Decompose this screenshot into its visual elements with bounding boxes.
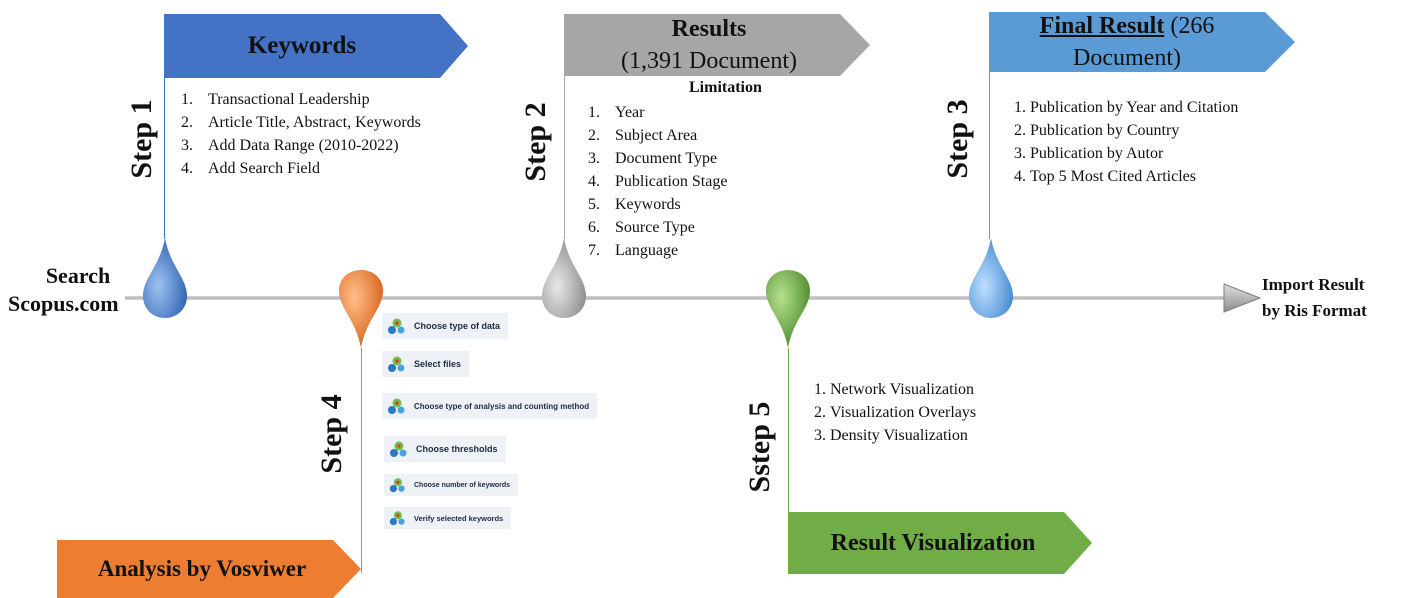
step3-pin-icon bbox=[969, 238, 1013, 318]
step5-banner-text: Result Visualization bbox=[830, 529, 1036, 556]
list-item: 3.Document Type bbox=[588, 150, 718, 167]
list-item: 5.Keywords bbox=[588, 196, 681, 213]
vos-step-text: Choose number of keywords bbox=[414, 481, 511, 489]
list-item: 1.Publication by Year and Citation bbox=[1014, 99, 1239, 116]
end-label-line1: Import Result bbox=[1262, 275, 1365, 294]
step4-banner-text: Analysis by Vosviwer bbox=[97, 556, 307, 581]
list-item: 4.Top 5 Most Cited Articles bbox=[1014, 168, 1196, 185]
step3-banner-bold: Final Result bbox=[1039, 13, 1165, 39]
step1-banner-shape bbox=[164, 14, 468, 78]
step4-banner: Analysis by Vosviwer bbox=[57, 540, 347, 598]
list-item: 2.Visualization Overlays bbox=[814, 404, 977, 421]
list-item: 3.Add Data Range (2010-2022) bbox=[181, 137, 399, 154]
step3-banner-line2: Document) bbox=[1073, 45, 1181, 71]
vosviewer-icon bbox=[389, 511, 405, 526]
list-item: 6.Source Type bbox=[588, 219, 695, 236]
vos-step-item: Choose thresholds bbox=[384, 436, 506, 462]
vos-step-item: Select files bbox=[382, 351, 470, 377]
step4-banner-shape bbox=[57, 540, 361, 598]
step1-label: Step 1 bbox=[125, 99, 158, 179]
step2-subheading: Limitation bbox=[689, 79, 762, 96]
vos-step-text: Choose thresholds bbox=[416, 444, 498, 454]
origin-label: Search Scopus.com bbox=[8, 262, 148, 318]
step3-connector-line bbox=[989, 12, 990, 239]
step2-banner-line2: (1,391 Document) bbox=[621, 48, 797, 74]
list-item: 2.Publication by Country bbox=[1014, 122, 1180, 139]
step5-label: Sstep 5 bbox=[743, 401, 776, 493]
step2-list: 1.Year 2.Subject Area 3.Document Type 4.… bbox=[588, 101, 727, 262]
step2-pin-icon bbox=[542, 238, 586, 318]
step4-label: Step 4 bbox=[315, 394, 348, 474]
vos-step-item: Choose number of keywords bbox=[384, 474, 519, 496]
list-item: 2.Article Title, Abstract, Keywords bbox=[181, 114, 421, 131]
list-item: 4.Add Search Field bbox=[181, 160, 320, 177]
step3-banner-rest: (266 bbox=[1164, 13, 1215, 39]
list-item: 4.Publication Stage bbox=[588, 173, 728, 190]
vos-step-item: Choose type of analysis and counting met… bbox=[382, 393, 598, 419]
step2-banner: Results (1,391 Document) bbox=[564, 10, 854, 80]
vos-step-text: Choose type of data bbox=[414, 321, 501, 331]
step2-label: Step 2 bbox=[519, 102, 552, 182]
step5-list: 1.Network Visualization 2.Visualization … bbox=[814, 378, 976, 447]
step5-connector-line bbox=[788, 348, 789, 514]
step2-connector-line bbox=[564, 14, 565, 239]
step5-pin-icon bbox=[766, 270, 810, 348]
vos-step-text: Choose type of analysis and counting met… bbox=[414, 401, 590, 411]
step1-pin-icon bbox=[143, 238, 187, 318]
vos-step-text: Verify selected keywords bbox=[414, 513, 504, 523]
list-item: 7.Language bbox=[588, 242, 679, 259]
list-item: 1.Network Visualization bbox=[814, 381, 975, 398]
list-item: 3.Publication by Autor bbox=[1014, 145, 1164, 162]
step2-banner-shape bbox=[564, 14, 870, 76]
origin-label-line1: Search bbox=[45, 263, 111, 288]
step1-banner-text: Keywords bbox=[247, 32, 357, 59]
vos-step-text: Select files bbox=[414, 359, 462, 369]
vosviewer-icon bbox=[390, 441, 407, 457]
step1-list: 1.Transactional Leadership 2.Article Tit… bbox=[181, 88, 421, 180]
step3-label: Step 3 bbox=[941, 99, 974, 179]
step4-pin-icon bbox=[339, 270, 383, 348]
step3-banner: Final Result (266 Document) bbox=[989, 8, 1265, 76]
list-item: 3.Density Visualization bbox=[814, 427, 968, 444]
timeline-end-arrow-icon bbox=[1223, 283, 1262, 313]
vos-step-item: Choose type of data bbox=[382, 313, 509, 339]
end-label-line2: by Ris Format bbox=[1262, 301, 1367, 320]
list-item: 1.Year bbox=[588, 104, 645, 121]
list-item: 2.Subject Area bbox=[588, 127, 698, 144]
step5-banner-shape bbox=[788, 512, 1092, 574]
vosviewer-icon bbox=[389, 478, 405, 493]
step2-banner-line1: Results bbox=[671, 16, 747, 42]
step4-connector-line bbox=[361, 348, 362, 573]
origin-label-line2: Scopus.com bbox=[8, 291, 119, 316]
vosviewer-icon bbox=[388, 398, 405, 414]
list-item: 1.Transactional Leadership bbox=[181, 91, 370, 108]
step1-banner: Keywords bbox=[164, 14, 440, 78]
step3-list: 1.Publication by Year and Citation 2.Pub… bbox=[1014, 96, 1238, 188]
timeline-line bbox=[125, 296, 1235, 300]
vos-step-item: Verify selected keywords bbox=[384, 507, 512, 529]
end-label: Import Result by Ris Format bbox=[1262, 272, 1367, 324]
vosviewer-icon bbox=[388, 318, 405, 334]
step1-connector-line bbox=[164, 14, 165, 239]
vosviewer-icon bbox=[388, 356, 405, 372]
step5-banner: Result Visualization bbox=[788, 512, 1078, 574]
step3-banner-shape bbox=[989, 12, 1295, 72]
